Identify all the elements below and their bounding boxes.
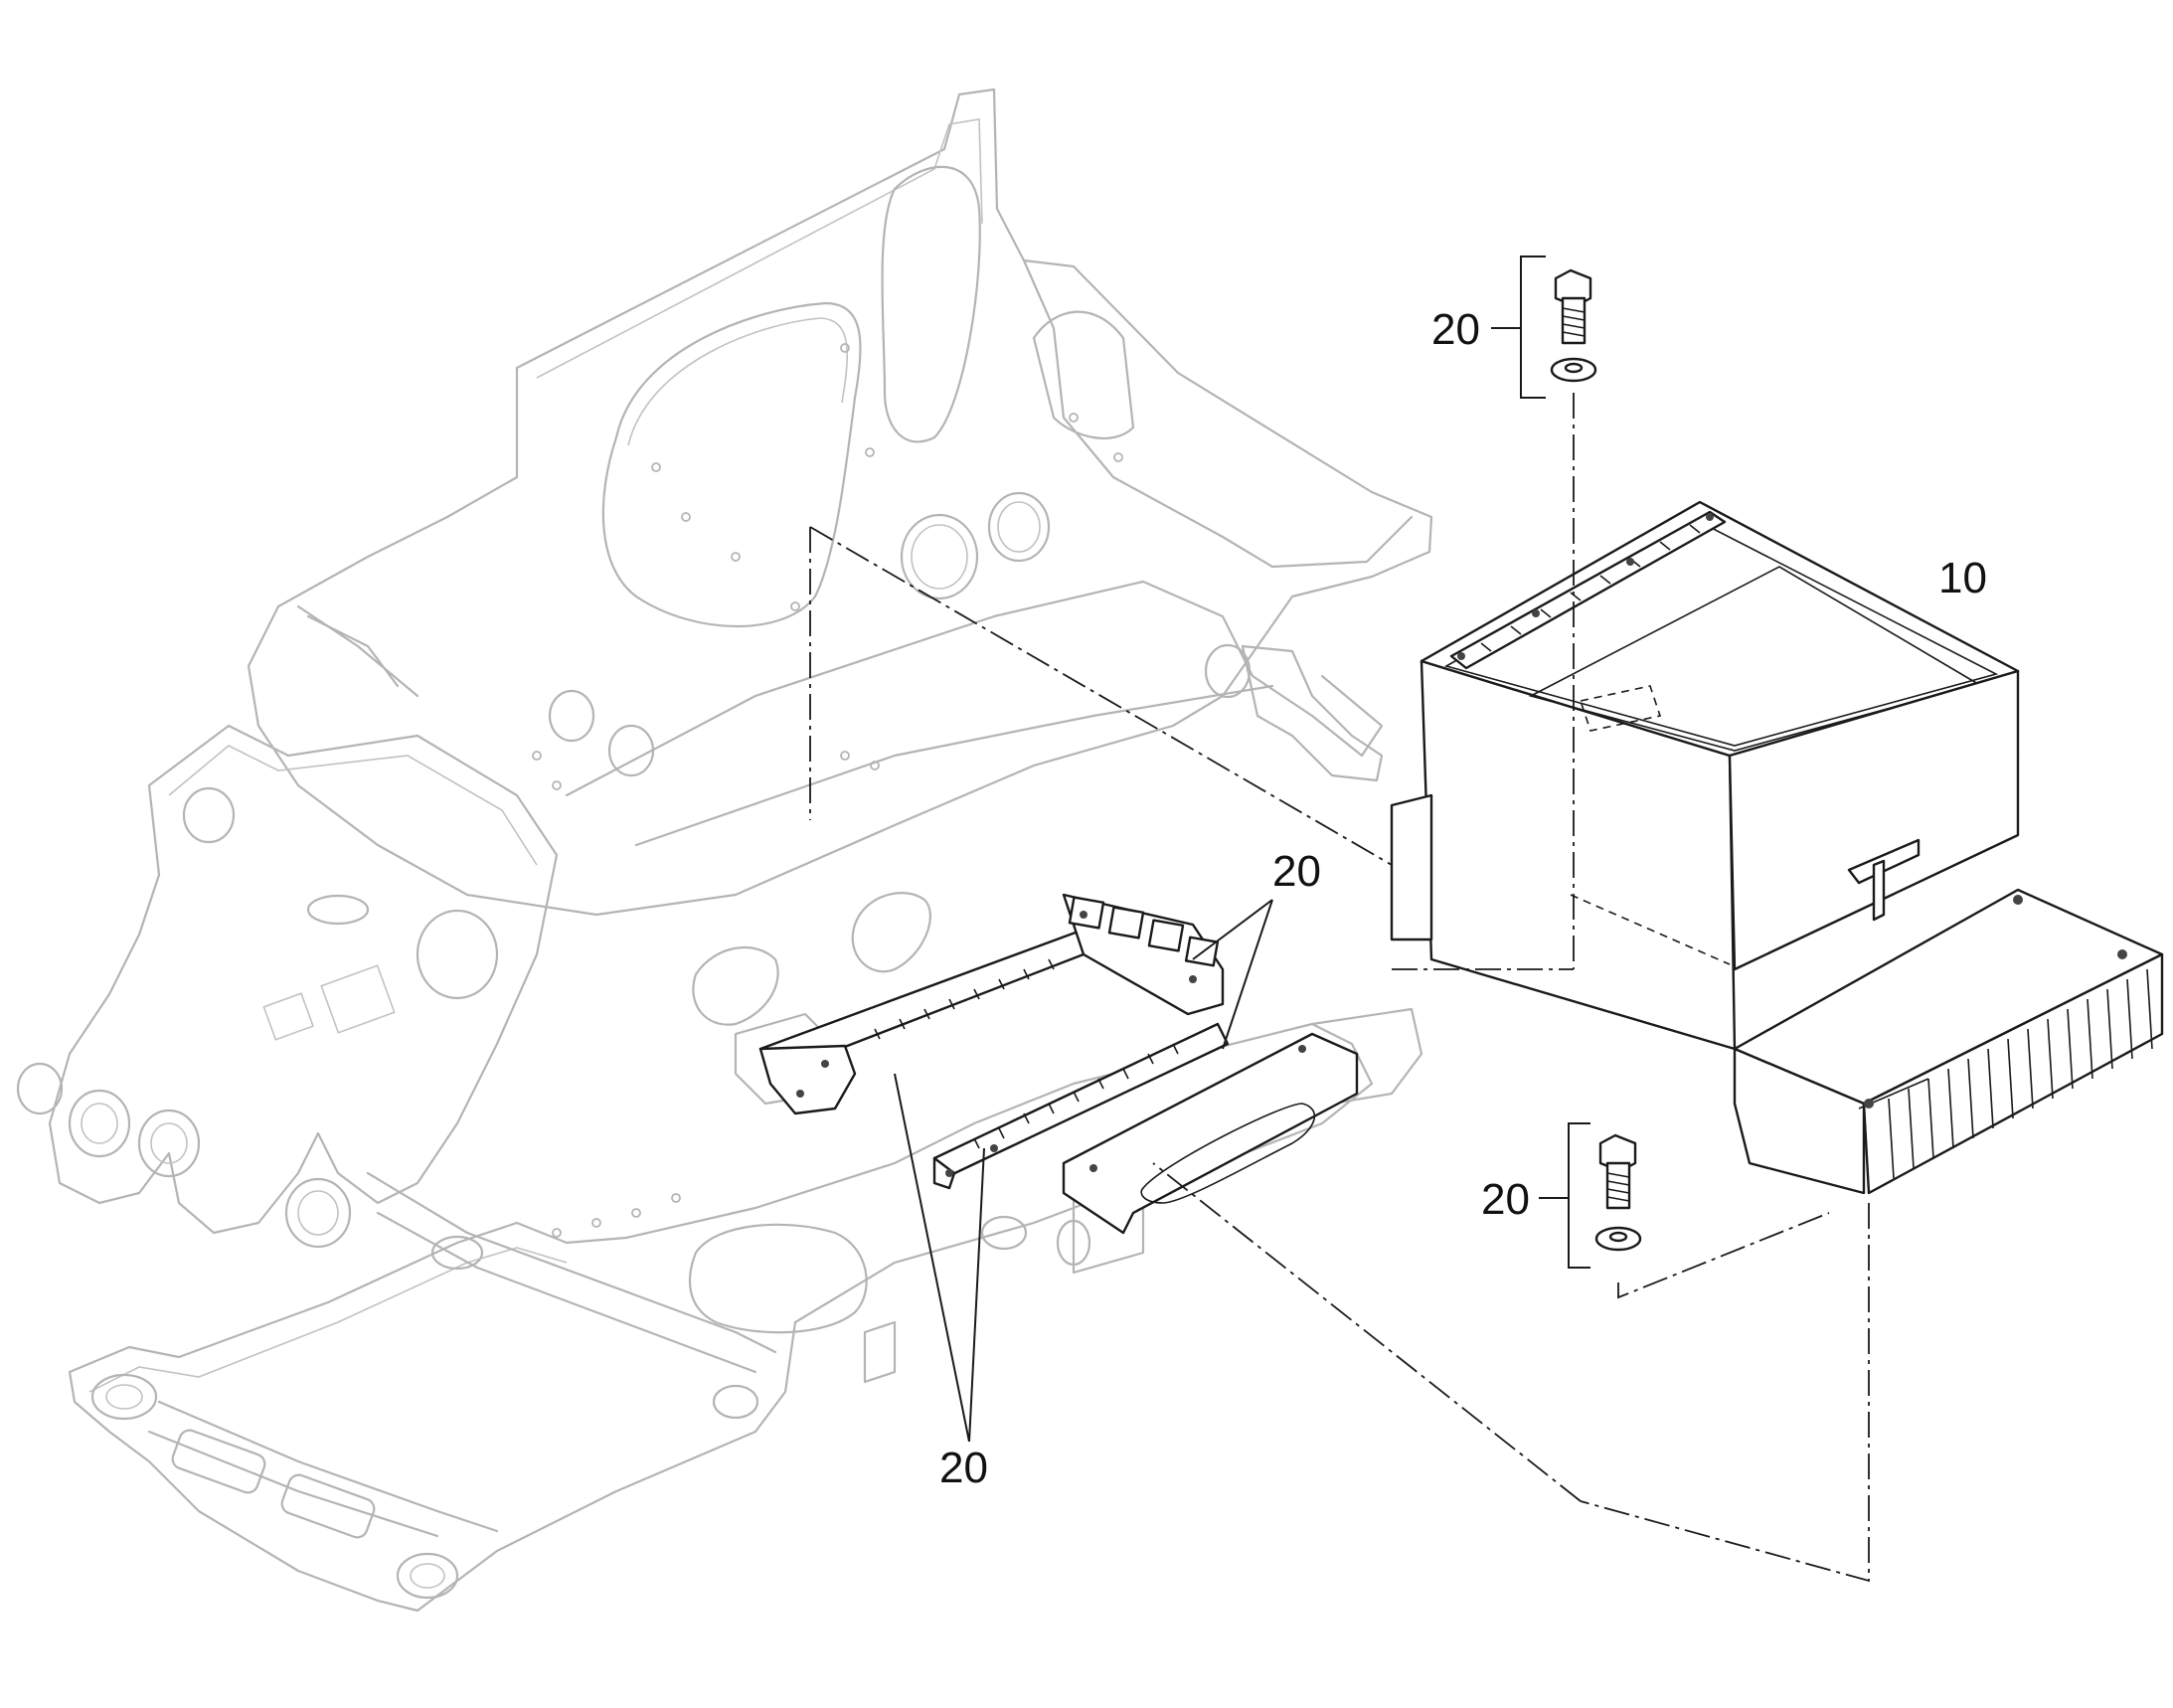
rail-leader-lines [894,899,1273,1443]
machine-frame [16,87,1433,1613]
callout-bolt-top: 20 [1431,305,1480,354]
mounting-rails [758,893,1359,1235]
callout-rails-lower: 20 [939,1444,988,1492]
battery-box [1390,500,2164,1195]
callout-battery-box: 10 [1938,554,1987,602]
callout-rails-upper: 20 [1272,847,1321,896]
callout-bolt-bottom: 20 [1481,1175,1530,1224]
bottom-bolt-assembly [1539,1122,1642,1269]
assembly-centerlines [809,393,1870,1583]
top-bolt-assembly [1491,256,1597,399]
